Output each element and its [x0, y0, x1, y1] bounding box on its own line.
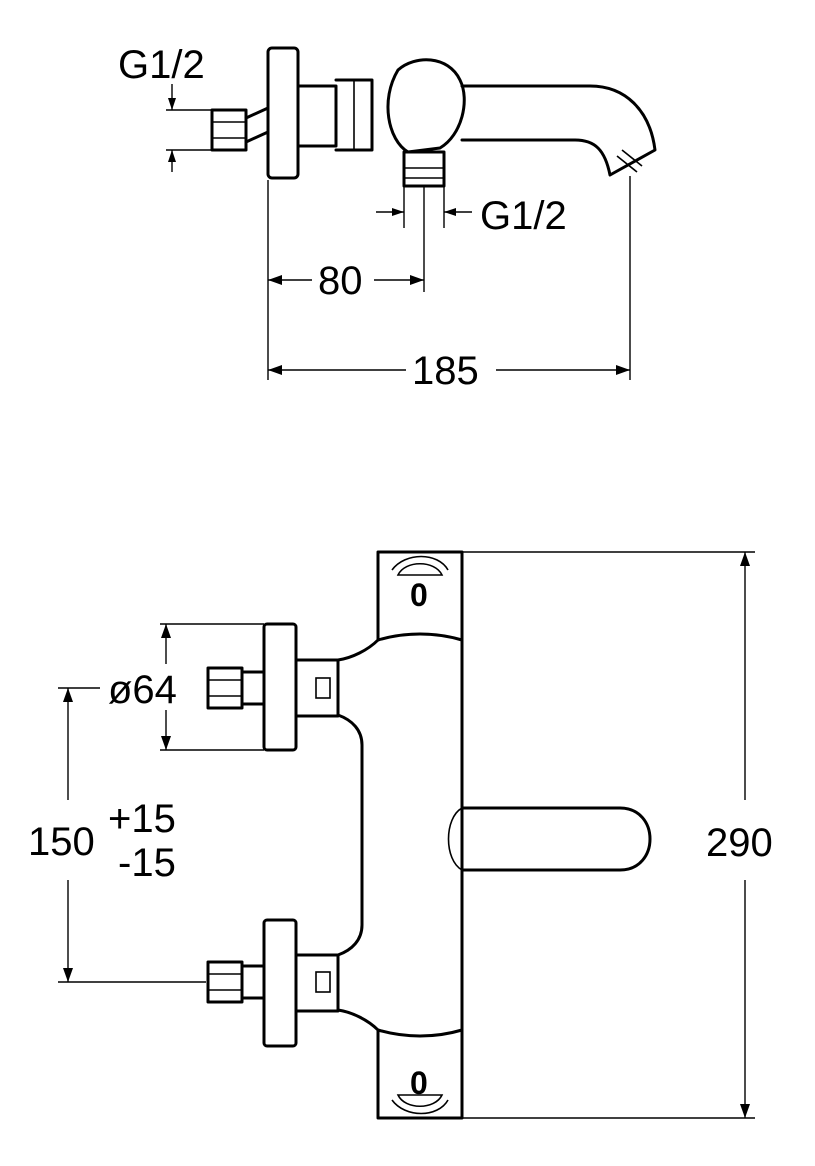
side-wall-flange [266, 46, 300, 180]
lower-inlet-nut [206, 960, 244, 1004]
side-lever-knob [386, 58, 466, 154]
side-connector [296, 84, 338, 148]
dim-80-label: 80 [318, 259, 363, 303]
front-body [336, 550, 464, 1120]
front-bottom-knob-edge [376, 1028, 464, 1038]
inlet-thread-label: G1/2 [118, 43, 205, 87]
lower-wall-flange [262, 918, 298, 1048]
side-spout [460, 84, 657, 177]
side-view: G1/2 G1/2 80 185 [118, 43, 657, 393]
upper-inlet-nut [206, 666, 244, 710]
side-inlet-nut [210, 108, 248, 152]
dim-185-label: 185 [412, 349, 479, 393]
top-knob-zero-mark: 0 [410, 577, 428, 613]
tolerance-plus-label: +15 [108, 797, 176, 841]
upper-wall-flange [262, 622, 298, 752]
front-view: 0 0 ø64 [28, 550, 773, 1120]
outlet-thread-label: G1/2 [480, 194, 567, 238]
inlet-spacing-label: 150 [28, 820, 95, 864]
tolerance-minus-label: -15 [118, 841, 176, 885]
upper-connector [294, 658, 340, 718]
front-bottom-knob-grip [396, 1094, 444, 1108]
side-outlet-nut [402, 150, 446, 188]
bottom-knob-zero-mark: 0 [410, 1065, 428, 1101]
front-lever [460, 806, 652, 872]
flange-diameter-label: ø64 [108, 668, 177, 712]
total-height-label: 290 [706, 821, 773, 865]
front-top-knob-edge [376, 632, 464, 642]
front-top-knob-grip [396, 562, 444, 576]
lower-connector [294, 953, 340, 1013]
